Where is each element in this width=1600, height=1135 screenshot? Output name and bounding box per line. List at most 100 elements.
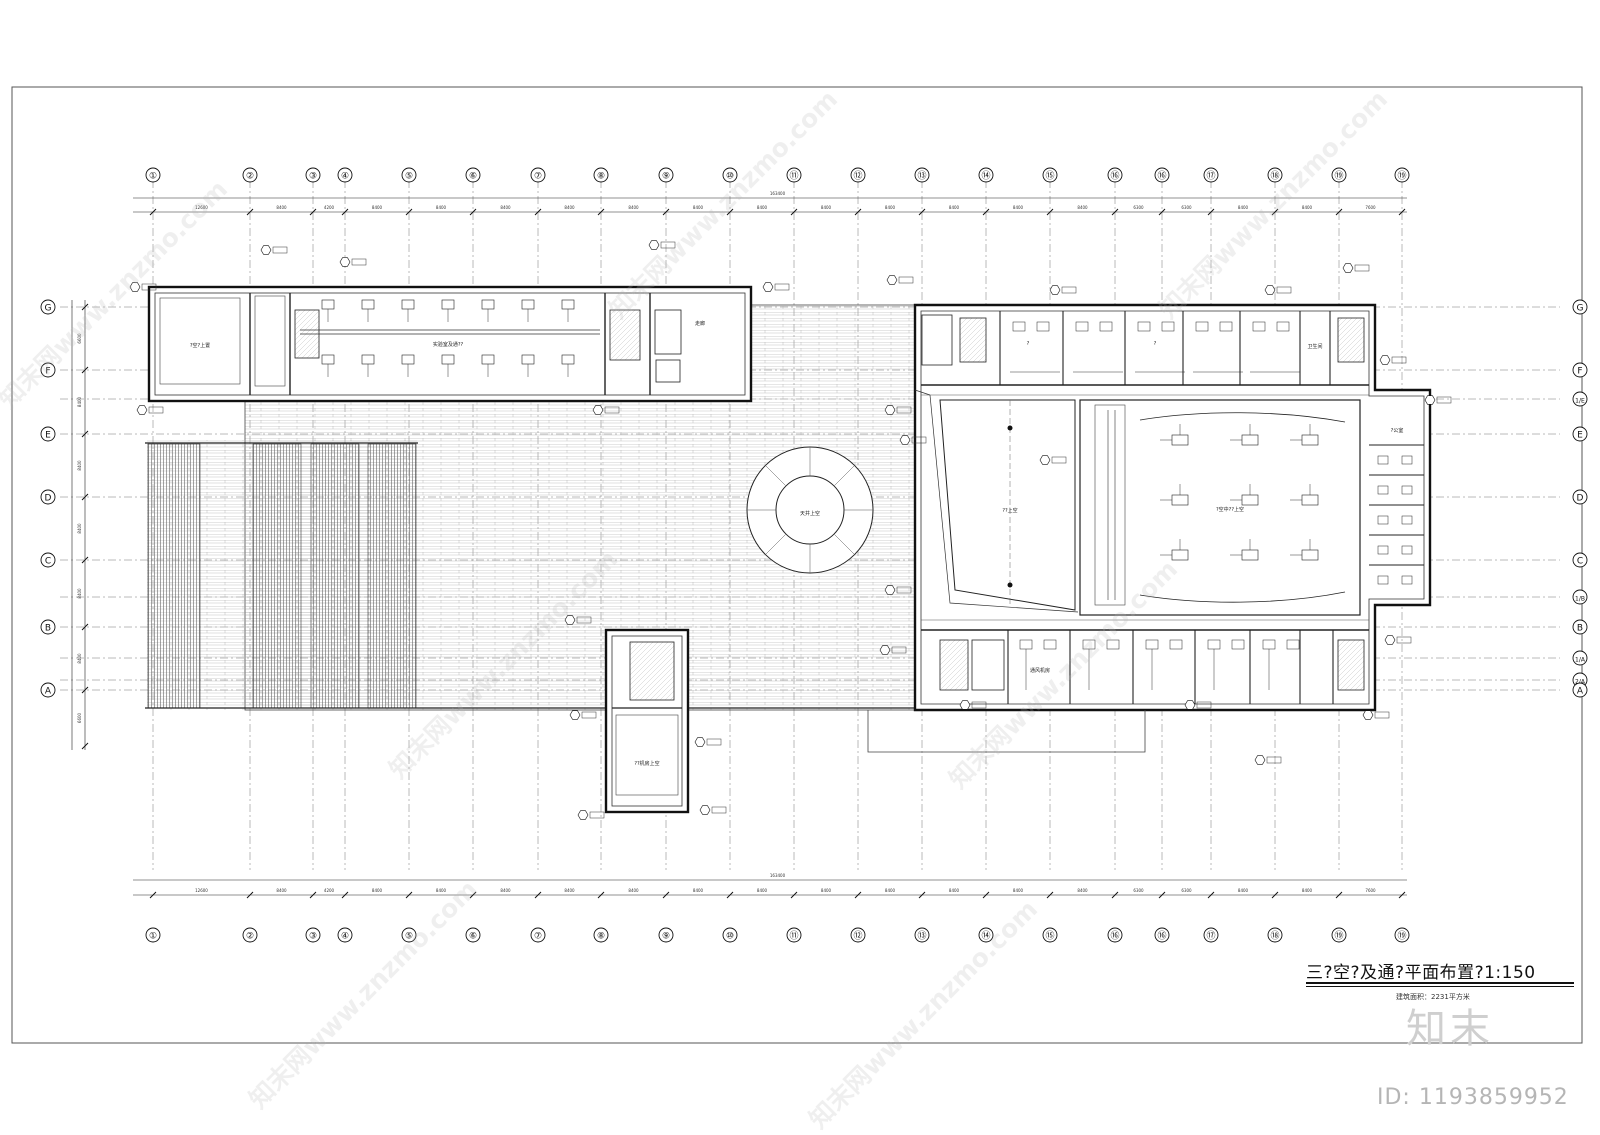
axis-bubble-circle [401,167,417,183]
dimension-text: 8400 [1238,205,1249,210]
axis-bubble-circle [1572,650,1588,666]
dimension-text: 7600 [1365,205,1376,210]
equipment-tag [339,257,367,267]
axis-bubble: ① [145,167,161,183]
axis-bubble-label: ② [246,932,254,942]
dimension-tick [982,891,990,899]
axis-bubble-label: E [45,431,51,441]
axis-bubble-circle [1267,167,1283,183]
axis-bubble: ⑪ [786,927,802,943]
axis-bubble: ⑮ [1042,927,1058,943]
tag-box [774,283,790,291]
axis-bubble: ⑬ [914,927,930,943]
east-canopy [867,710,1146,753]
tag-box [1276,286,1292,294]
axis-bubble: ⑲ [1394,927,1410,943]
equipment-tag [648,240,676,250]
axis-bubble: E [1572,426,1588,442]
tag-box [898,276,914,284]
dimension-text: 8400 [564,888,575,893]
axis-bubble-label: ④ [341,172,349,182]
fan-coil-unit [1401,575,1413,585]
axis-bubble-circle [786,927,802,943]
axis-bubble: ① [145,927,161,943]
room-label: ? [1154,341,1157,347]
axis-bubble-circle [914,167,930,183]
axis-bubble-label: 1/A [1575,657,1586,664]
axis-bubble: G [1572,299,1588,315]
axis-bubble: ⑥ [465,927,481,943]
tag-box [1266,756,1282,764]
corner-room-label: ?空?上置 [190,342,210,349]
dimension-tick [662,208,670,216]
dimension-text: 12600 [195,888,208,893]
axis-bubble-label: ⑯ [1110,171,1119,182]
axis-bubble-circle [530,927,546,943]
louver-strip-3 [310,443,360,709]
axis-bubble: B [1572,619,1588,635]
dimension-tick [81,742,89,750]
east-hall-label: ?空中??上空 [1216,506,1244,513]
equipment-tag [899,435,927,445]
axis-bubble-circle [914,927,930,943]
dimension-tick [81,556,89,564]
tag-hexagon [1362,710,1374,720]
axis-bubble: ⑯ [1154,927,1170,943]
dimension-tick [534,891,542,899]
tag-hexagon [884,405,896,415]
axis-bubble-circle [1042,927,1058,943]
dimension-text: 6300 [1133,888,1144,893]
dimension-tick [1111,891,1119,899]
axis-bubble: ④ [337,927,353,943]
tag-hexagon [1039,455,1051,465]
axis-bubble: ⑫ [850,927,866,943]
dimension-text: 8400 [949,205,960,210]
dimension-tick [1271,891,1279,899]
louver-strip-2 [252,443,302,709]
dimension-text: 8400 [372,205,383,210]
tag-box [576,616,592,624]
tag-box [272,246,288,254]
axis-bubble-circle [145,167,161,183]
tag-box [1196,701,1212,709]
axis-bubble: ⑧ [593,167,609,183]
dimension-tick [81,366,89,374]
dimension-tick [469,891,477,899]
dimension-tick [1398,891,1406,899]
dimension-tick [81,623,89,631]
axis-bubble: F [40,362,56,378]
equipment-tag [699,805,727,815]
dimension-tick [726,208,734,216]
dimension-text: 8400 [757,205,768,210]
axis-bubble: A [1572,682,1588,698]
dimension-tick [1271,208,1279,216]
dimension-tick [405,891,413,899]
fan-coil-unit [1401,485,1413,495]
axis-bubble-circle [1042,167,1058,183]
axis-bubble-label: E [1577,431,1583,441]
axis-bubble-circle [1107,167,1123,183]
axis-bubble: ② [242,927,258,943]
tag-box [589,811,605,819]
dimension-text: 8400 [1013,888,1024,893]
equipment-tag [1254,755,1282,765]
axis-bubble-label: ⑪ [789,931,798,942]
axis-bubble: ⑯ [1107,927,1123,943]
axis-bubble: ⑲ [1331,927,1347,943]
dimension-tick [341,891,349,899]
axis-bubble-circle [1154,927,1170,943]
fan-coil-unit [1099,321,1113,332]
axis-bubble-circle [1572,299,1588,315]
tag-box [1051,456,1067,464]
axis-bubble-circle [850,927,866,943]
dimension-text: 4200 [324,205,335,210]
tag-hexagon [564,615,576,625]
axis-bubble-circle [658,167,674,183]
dimension-text: 8400 [693,205,704,210]
axis-bubble-label: ③ [309,172,317,182]
fan-coil-unit [1401,515,1413,525]
axis-bubble-label: ⑮ [1045,171,1054,182]
dimension-tick [918,208,926,216]
axis-bubble-label: ⑥ [469,932,477,942]
